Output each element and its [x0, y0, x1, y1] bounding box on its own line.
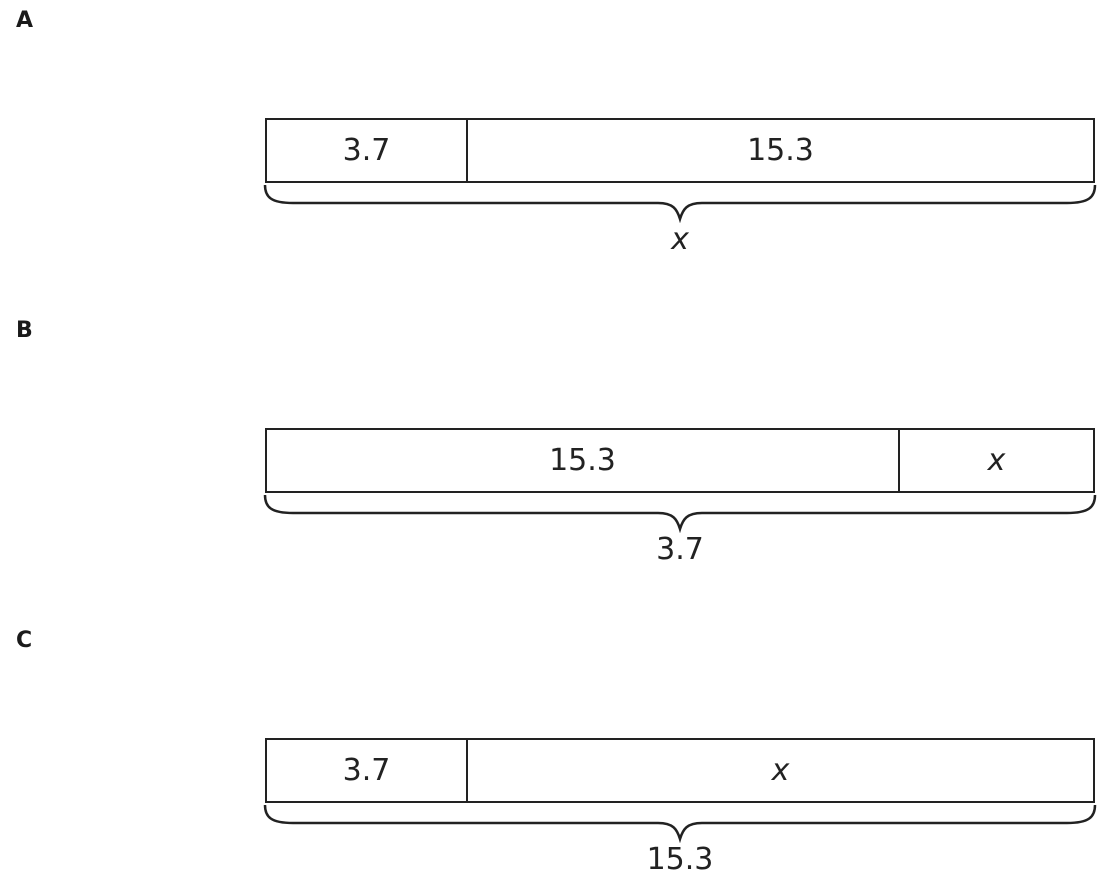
diagram-label-b: B	[16, 318, 33, 343]
tape-b-segment-2: x	[898, 430, 1093, 491]
tape-c-total-brace	[263, 804, 1097, 843]
tape-a-segment-1: 3.7	[342, 133, 391, 168]
tape-a-total-label: x	[671, 222, 689, 257]
tape-c-segment-2: x	[466, 740, 1093, 801]
tape-c-total-label: 15.3	[646, 842, 714, 877]
tape-a: 3.7 15.3	[265, 118, 1095, 183]
diagram-label-a: A	[16, 8, 34, 33]
tape-b: 15.3 x	[265, 428, 1095, 493]
tape-b-segment-1: 15.3	[549, 443, 616, 478]
tape-b-total-label: 3.7	[656, 532, 704, 567]
tape-c: 3.7 x	[265, 738, 1095, 803]
tape-a-total-brace	[263, 184, 1097, 223]
tape-b-total-brace	[263, 494, 1097, 533]
tape-a-segment-2: 15.3	[466, 120, 1093, 181]
tape-c-segment-1: 3.7	[342, 753, 391, 788]
diagram-label-c: C	[16, 628, 33, 653]
